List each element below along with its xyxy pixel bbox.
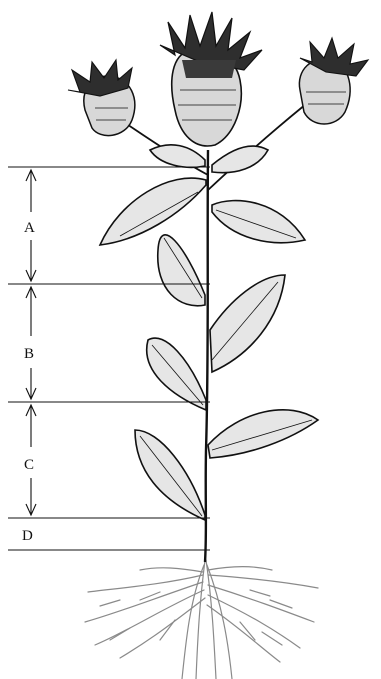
main-stem (205, 150, 208, 562)
leaf-mid-right (210, 275, 285, 372)
leaves (100, 145, 318, 520)
flower-heads (68, 12, 368, 146)
leaf-top-small-left (150, 145, 205, 168)
leaf-mid-left (158, 235, 205, 306)
segment-label-b: B (24, 346, 34, 362)
leaf-upper-left (100, 178, 206, 245)
segment-label-a: A (24, 220, 35, 236)
leaf-lower-right (208, 410, 318, 458)
roots (85, 560, 318, 679)
leaf-top-small (212, 146, 268, 173)
segment-label-c: C (24, 457, 34, 473)
segment-label-d: D (22, 528, 33, 544)
